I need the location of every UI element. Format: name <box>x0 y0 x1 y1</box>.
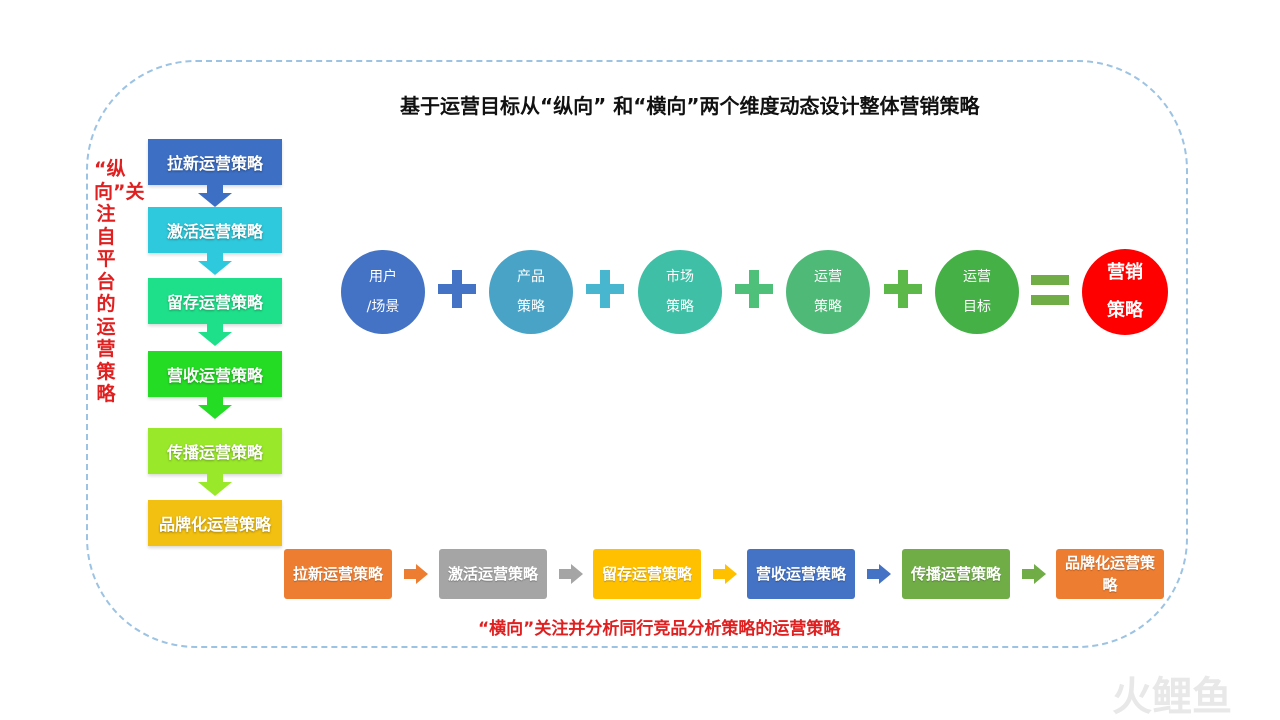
result-circle: 营销 策略 <box>1082 249 1168 335</box>
equation-term-circle: 用户 /场景 <box>341 250 425 334</box>
horizontal-step-box: 品牌化运营策略 <box>1056 549 1164 599</box>
right-arrow-icon <box>867 564 891 584</box>
term-line1: 市场 <box>666 269 694 285</box>
horizontal-step-box: 留存运营策略 <box>593 549 701 599</box>
term-line1: 运营 <box>963 269 991 285</box>
down-arrow-icon <box>198 193 232 207</box>
down-arrow-icon <box>207 253 223 261</box>
down-arrow-icon <box>198 261 232 275</box>
plus-icon <box>735 270 773 308</box>
horizontal-step-box: 传播运营策略 <box>902 549 1010 599</box>
vertical-step-box: 传播运营策略 <box>148 428 282 474</box>
vertical-label: “纵向”关注自平台的运营策略 <box>94 158 145 405</box>
svg-text:火鲤鱼: 火鲤鱼 <box>1112 674 1232 718</box>
down-arrow-icon <box>198 482 232 496</box>
term-line1: 用户 <box>369 269 397 285</box>
horizontal-step-box: 激活运营策略 <box>439 549 547 599</box>
equals-icon <box>1031 275 1069 305</box>
result-line2: 策略 <box>1107 300 1143 321</box>
result-line1: 营销 <box>1107 262 1143 283</box>
term-line2: 目标 <box>963 299 991 315</box>
down-arrow-icon <box>207 397 223 405</box>
plus-icon <box>438 270 476 308</box>
page-title: 基于运营目标从“纵向” 和“横向”两个维度动态设计整体营销策略 <box>400 94 980 118</box>
plus-icon <box>884 270 922 308</box>
dashed-frame <box>86 60 1188 648</box>
right-arrow-icon <box>404 564 428 584</box>
equation-term-circle: 运营 策略 <box>786 250 870 334</box>
brand-logo: 火鲤鱼 <box>1112 674 1232 718</box>
term-line2: /场景 <box>366 299 400 315</box>
equation-term-circle: 市场 策略 <box>638 250 722 334</box>
right-arrow-icon <box>559 564 583 584</box>
plus-icon <box>586 270 624 308</box>
right-arrow-icon <box>1022 564 1046 584</box>
horizontal-step-box: 拉新运营策略 <box>284 549 392 599</box>
right-arrow-icon <box>713 564 737 584</box>
term-line2: 策略 <box>814 299 842 315</box>
term-line2: 策略 <box>517 299 545 315</box>
vertical-step-box: 激活运营策略 <box>148 207 282 253</box>
term-line1: 运营 <box>814 269 842 285</box>
down-arrow-icon <box>207 324 223 332</box>
term-line2: 策略 <box>666 299 694 315</box>
horizontal-step-box: 营收运营策略 <box>747 549 855 599</box>
equation-term-circle: 运营 目标 <box>935 250 1019 334</box>
vertical-step-box: 品牌化运营策略 <box>148 500 282 546</box>
equation-term-circle: 产品 策略 <box>489 250 573 334</box>
vertical-step-box: 拉新运营策略 <box>148 139 282 185</box>
term-line1: 产品 <box>517 269 545 285</box>
down-arrow-icon <box>207 474 223 482</box>
down-arrow-icon <box>198 332 232 346</box>
down-arrow-icon <box>198 405 232 419</box>
vertical-step-box: 留存运营策略 <box>148 278 282 324</box>
down-arrow-icon <box>207 185 223 193</box>
horizontal-label: “横向”关注并分析同行竞品分析策略的运营策略 <box>478 619 841 639</box>
vertical-step-box: 营收运营策略 <box>148 351 282 397</box>
